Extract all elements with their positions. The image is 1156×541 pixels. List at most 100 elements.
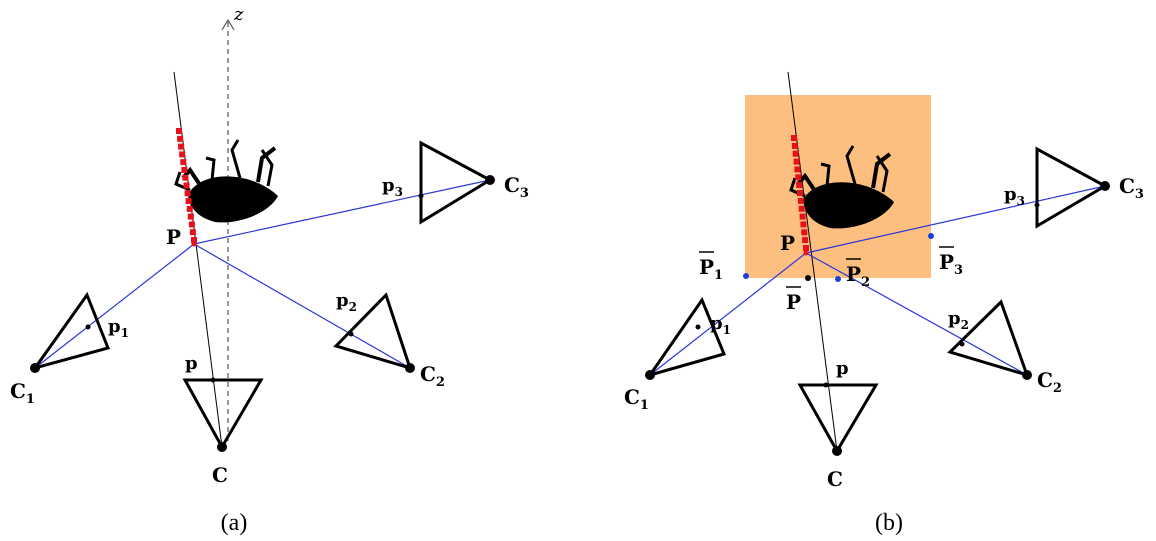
ray-p-c3: [805, 185, 1106, 254]
camera-1-image-label: p1: [108, 316, 129, 340]
ray-p-c3: [193, 179, 491, 245]
camera-1-frustum: [31, 291, 111, 371]
depth-samples: [791, 135, 809, 251]
depth-sample: [189, 229, 196, 236]
point-p-marker: [191, 241, 197, 247]
depth-sample: [177, 135, 184, 142]
camera-2-center: [405, 363, 415, 373]
proj-point-2: [835, 276, 841, 282]
ref-image-point: [823, 382, 829, 388]
camera-1-image-point: [85, 324, 91, 330]
camera-1-image-point: [695, 324, 701, 330]
depth-sample: [191, 237, 197, 243]
camera-3-center: [1100, 181, 1110, 191]
camera-1-center: [645, 370, 655, 380]
camera-2-image-label: p2: [336, 290, 357, 314]
ray-p-c1: [34, 243, 195, 369]
ray-p-c2: [805, 252, 1028, 376]
camera-1-label: C1: [10, 379, 35, 407]
point-p-label: P: [780, 231, 795, 255]
camera-2-center: [1022, 370, 1032, 380]
camera-2-frustum: [947, 299, 1030, 378]
camera-3-image-point: [418, 193, 424, 199]
svg-text:P2: P2: [846, 262, 870, 290]
depth-sample: [794, 166, 801, 173]
depth-samples: [176, 128, 197, 243]
camera-3-image-label: p3: [382, 175, 403, 199]
depth-sample: [800, 221, 807, 228]
camera-2-image-point: [348, 331, 354, 337]
proj-point-3: [928, 233, 934, 239]
camera-3-frustum: [419, 140, 494, 225]
depth-sample: [183, 182, 190, 189]
proj-3-label: P3: [939, 246, 963, 278]
depth-sample: [799, 213, 806, 220]
depth-sample: [184, 190, 191, 197]
depth-sample: [179, 151, 186, 158]
ray-p-c1: [649, 252, 807, 376]
camera-3-image-point: [1034, 202, 1040, 208]
point-p-marker: [803, 250, 809, 256]
camera-2-label: C2: [1037, 368, 1062, 396]
depth-sample: [178, 143, 185, 150]
proj-ref-label: P: [786, 286, 801, 314]
object-silhouette: [789, 145, 894, 229]
proj-point-1: [743, 273, 749, 279]
depth-sample: [187, 213, 194, 220]
depth-sample: [188, 221, 195, 228]
depth-sample: [797, 190, 803, 196]
panel-b: P P1 P2 P3 P p C p1: [624, 71, 1144, 536]
depth-sample: [791, 142, 798, 149]
proj-1-label: P1: [699, 251, 723, 283]
proj-2-label: P2: [846, 258, 870, 290]
ref-camera-frustum: [182, 378, 264, 451]
camera-1-frustum: [646, 296, 727, 378]
ref-camera-label: C: [827, 467, 843, 491]
depth-sample: [796, 182, 803, 189]
depth-sample: [791, 135, 797, 141]
ref-image-point-label: p: [185, 353, 198, 374]
camera-3-label: C3: [1119, 174, 1144, 202]
depth-sample: [802, 237, 809, 244]
depth-sample: [801, 229, 808, 236]
ref-camera-frustum: [797, 383, 879, 455]
depth-sample: [186, 205, 193, 212]
ref-camera-center: [217, 442, 227, 452]
depth-sample: [180, 159, 187, 166]
svg-text:P: P: [786, 290, 801, 314]
camera-2-frustum: [333, 292, 413, 371]
ray-p-c2: [193, 243, 411, 369]
panel-a: z P p C p1 C1: [10, 4, 529, 536]
camera-3-label: C3: [504, 173, 529, 201]
camera-2-label: C2: [420, 362, 445, 390]
depth-sample: [797, 197, 804, 204]
proj-point-ref: [805, 275, 811, 281]
camera-2-image-point: [959, 341, 965, 347]
z-axis-arrowhead: [221, 18, 235, 31]
depth-sample: [798, 205, 805, 212]
camera-2-image-label: p2: [948, 308, 969, 332]
depth-sample: [182, 174, 189, 181]
camera-3-image-label: p3: [1004, 184, 1025, 208]
depth-sample: [793, 158, 800, 165]
camera-3-frustum: [1035, 146, 1109, 229]
svg-text:P3: P3: [939, 250, 963, 278]
object-silhouette: [174, 139, 278, 223]
camera-1-image-label: p1: [710, 313, 731, 337]
depth-sample: [795, 174, 802, 181]
camera-1-label: C1: [624, 385, 649, 413]
panel-b-caption: (b): [875, 510, 903, 536]
camera-3-center: [485, 175, 495, 185]
depth-sample: [792, 150, 799, 157]
depth-sample: [185, 198, 192, 205]
camera-1-center: [30, 363, 40, 373]
ref-camera-center: [832, 446, 842, 456]
optical-ray: [173, 71, 223, 448]
svg-text:P1: P1: [699, 255, 723, 283]
z-axis-label: z: [233, 4, 244, 25]
ref-image-point-label: p: [836, 358, 849, 379]
depth-sample: [176, 128, 182, 134]
ref-image-point: [210, 377, 216, 383]
point-p-label: P: [166, 225, 181, 249]
